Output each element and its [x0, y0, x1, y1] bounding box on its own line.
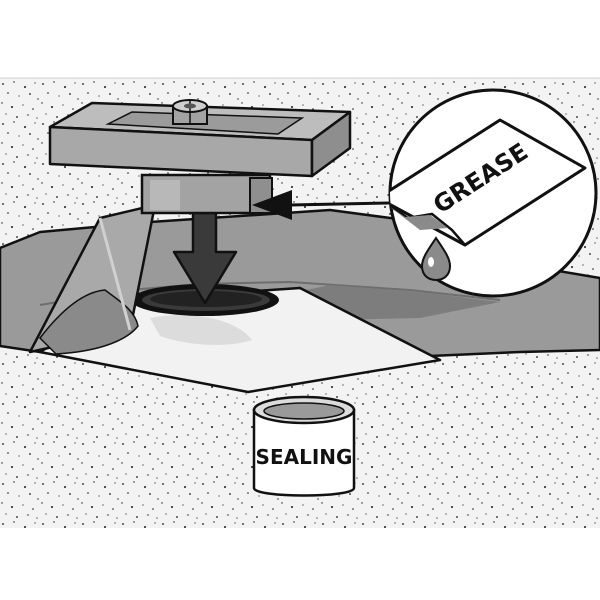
- down-arrow-icon: [172, 211, 238, 305]
- flap-edge: [98, 217, 132, 331]
- callout-pointer-line: [289, 201, 391, 207]
- sealing-can-body: [252, 408, 356, 497]
- nut-hole: [184, 103, 196, 109]
- sealing-can: SEALING: [252, 395, 356, 497]
- left-arrow-icon: [252, 190, 292, 220]
- sealing-label: SEALING: [256, 445, 353, 469]
- sealing-can-inner: [263, 402, 345, 420]
- flap-sealant-blob: [39, 289, 139, 355]
- drain-body-highlight: [150, 180, 180, 210]
- sealing-sheet-smear: [150, 314, 252, 345]
- grease-drop-shine: [428, 257, 434, 267]
- drain-grate-side: [310, 110, 352, 178]
- grease-drop-icon: [420, 236, 452, 282]
- grease-packet-shadow: [390, 204, 448, 230]
- grease-packet-opening: [390, 196, 466, 246]
